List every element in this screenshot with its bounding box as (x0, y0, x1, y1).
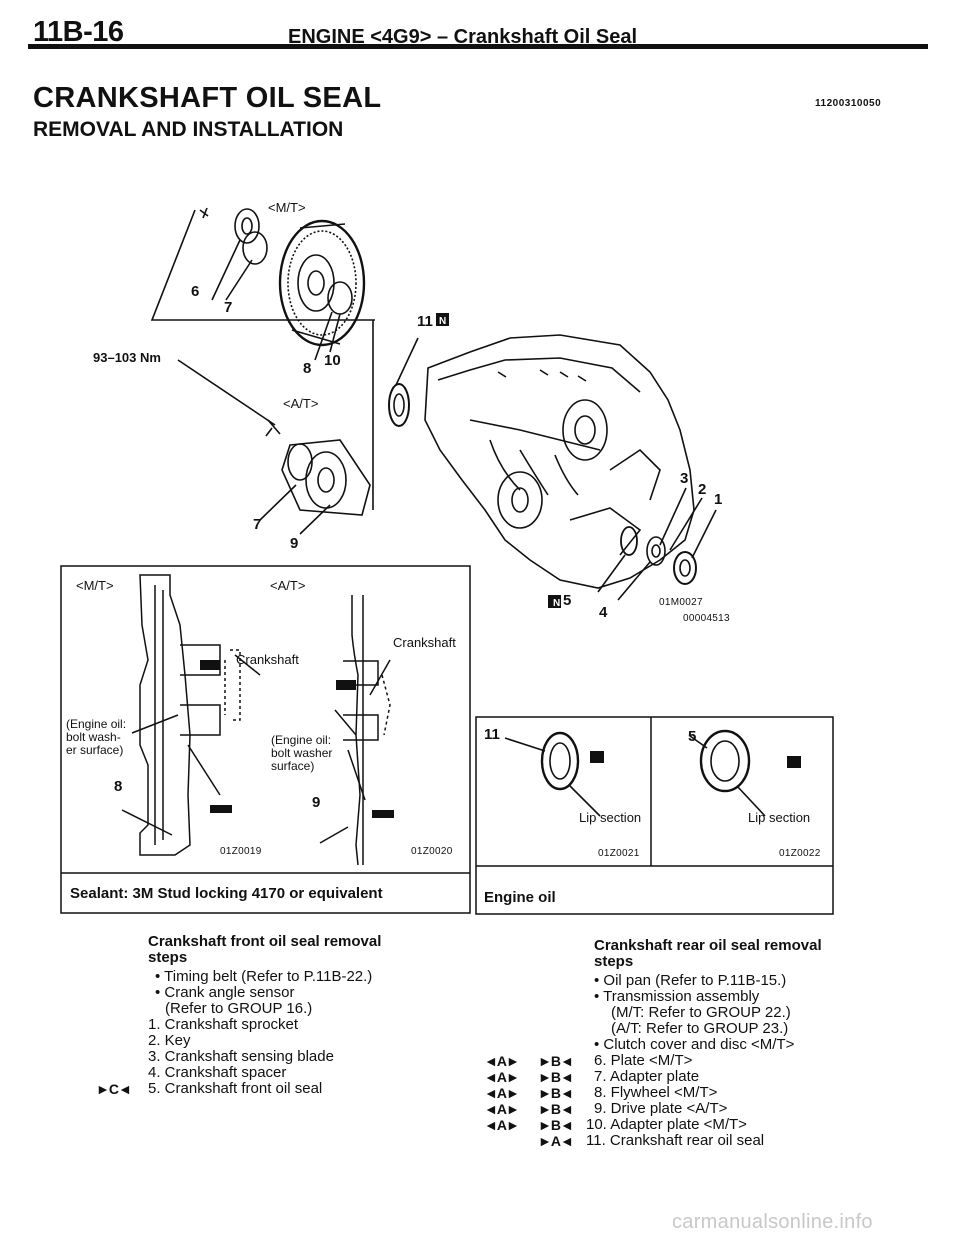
n-badge-11 (436, 313, 449, 326)
rear-step-line: (M/T: Refer to GROUP 22.) (611, 1004, 791, 1021)
header-rule (28, 44, 928, 49)
rear-step-line: 9. Drive plate <A/T> (594, 1100, 728, 1117)
rear-step-line: • Clutch cover and disc <M/T> (594, 1036, 795, 1053)
rear-step-line: • Oil pan (Refer to P.11B-15.) (594, 972, 787, 989)
front-step-line: 5. Crankshaft front oil seal (148, 1080, 323, 1097)
flywheel-drawing (278, 219, 366, 347)
doc-number: 11200310050 (815, 98, 882, 109)
inset-crankshaft-mt: Crankshaft (236, 652, 299, 667)
diagram-code-2: 00004513 (683, 613, 730, 624)
n-badge-5-letter: N (553, 598, 560, 609)
bolt-washer-6 (234, 208, 260, 244)
install-mark-b: ►B◄ (538, 1101, 574, 1117)
inset-callout-11: 11 (484, 726, 500, 743)
callout-5: 5 (563, 592, 572, 609)
front-step-line: 1. Crankshaft sprocket (148, 1016, 299, 1033)
sealant-note: Sealant: 3M Stud locking 4170 or equival… (70, 885, 383, 902)
torque-label: 93–103 Nm (93, 350, 161, 365)
callout-3: 3 (680, 470, 689, 487)
rear-steps-title: Crankshaft rear oil seal removal steps (594, 937, 822, 970)
inset-right-code-2: 01Z0022 (779, 848, 821, 859)
install-mark-b: ►B◄ (538, 1053, 574, 1069)
section-title: CRANKSHAFT OIL SEAL (33, 82, 382, 114)
engine-block-drawing (424, 334, 695, 589)
engine-oil-note: Engine oil (484, 889, 556, 906)
callout-11: 11 (417, 313, 433, 330)
callout-1: 1 (714, 491, 723, 508)
exploded-diagram: N N (150, 207, 717, 609)
callout-7-at: 7 (253, 516, 262, 533)
callout-4: 4 (599, 604, 608, 621)
callout-7-mt: 7 (224, 299, 233, 316)
install-mark-b: ►B◄ (538, 1085, 574, 1101)
inset-right-code-1: 01Z0021 (598, 848, 640, 859)
front-step-line: • Timing belt (Refer to P.11B-22.) (155, 968, 373, 985)
at-label-main: <A/T> (283, 396, 319, 411)
rear-step-line: 7. Adapter plate (594, 1068, 700, 1085)
removal-mark-a: ◄A► (484, 1085, 520, 1101)
install-mark-b: ►B◄ (538, 1069, 574, 1085)
n-badge-5 (548, 595, 561, 608)
callout-6: 6 (191, 283, 200, 300)
removal-mark-a: ◄A► (484, 1069, 520, 1085)
front-step-line: 2. Key (148, 1032, 191, 1049)
inset-at-label: <A/T> (270, 578, 306, 593)
drive-plate-drawing (281, 439, 371, 516)
callout-8: 8 (303, 360, 312, 377)
inset-callout-8: 8 (114, 778, 123, 795)
section-subtitle: REMOVAL AND INSTALLATION (33, 118, 344, 141)
plate-7 (242, 231, 268, 265)
install-mark-b: ►B◄ (538, 1117, 574, 1133)
inset-callout-5: 5 (688, 728, 697, 745)
front-step-line: (Refer to GROUP 16.) (165, 1000, 313, 1017)
front-step-line: 3. Crankshaft sensing blade (148, 1048, 334, 1065)
removal-mark-a: ◄A► (484, 1053, 520, 1069)
page-code: 11B-16 (33, 16, 124, 48)
rear-step-line: • Transmission assembly (594, 988, 760, 1005)
inset-code-1: 01Z0019 (220, 846, 262, 857)
rear-step-line: (A/T: Refer to GROUP 23.) (611, 1020, 789, 1037)
lip-section-11: Lip section (579, 810, 642, 825)
removal-mark-a: ◄A► (484, 1101, 520, 1117)
mt-label-main: <M/T> (268, 200, 306, 215)
inset-note-mt: (Engine oil: bolt wash- er surface) (66, 717, 127, 757)
inset-crankshaft-at: Crankshaft (393, 635, 456, 650)
removal-mark-a: ◄A► (484, 1117, 520, 1133)
front-steps-title: Crankshaft front oil seal removal steps (148, 933, 382, 966)
inset-left-box (60, 565, 471, 914)
callout-9: 9 (290, 535, 299, 552)
install-mark-a: ►A◄ (538, 1133, 574, 1149)
rear-step-line: 8. Flywheel <M/T> (594, 1084, 718, 1101)
page-header-title: ENGINE <4G9> – Crankshaft Oil Seal (288, 26, 638, 48)
rear-step-line: 11. Crankshaft rear oil seal (586, 1132, 765, 1149)
n-badge-11-letter: N (439, 316, 446, 327)
callout-2: 2 (698, 481, 707, 498)
inset-code-2: 01Z0020 (411, 846, 453, 857)
inset-note-at: (Engine oil: bolt washer surface) (271, 733, 333, 773)
rear-step-line: 10. Adapter plate <M/T> (586, 1116, 747, 1133)
front-step-line: 4. Crankshaft spacer (148, 1064, 287, 1081)
front-step-line: • Crank angle sensor (155, 984, 295, 1001)
install-mark-c: ►C◄ (96, 1081, 132, 1097)
inset-mt-label: <M/T> (76, 578, 114, 593)
watermark-link[interactable]: carmanualsonline.info (672, 1211, 873, 1233)
inset-right-box (475, 716, 834, 915)
diagram-code-1: 01M0027 (659, 597, 703, 608)
inset-callout-9: 9 (312, 794, 321, 811)
lip-section-5: Lip section (748, 810, 811, 825)
callout-10: 10 (324, 352, 341, 369)
rear-step-line: 6. Plate <M/T> (594, 1052, 693, 1069)
